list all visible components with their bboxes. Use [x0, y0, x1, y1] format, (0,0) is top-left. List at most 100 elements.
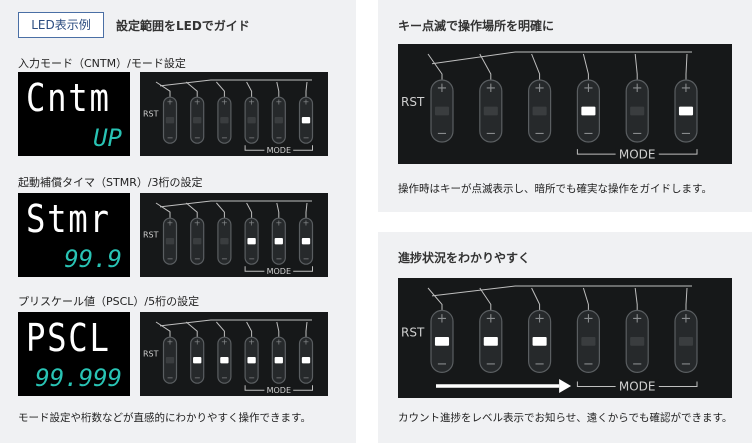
key-button: +− — [190, 96, 205, 144]
row2-sub-readout: 99.9 — [64, 245, 122, 273]
circuit-trace — [155, 202, 171, 219]
led-indicator-on — [220, 356, 229, 364]
minus-icon: − — [303, 134, 310, 143]
led-indicator-on — [434, 337, 450, 346]
circuit-trace — [479, 53, 492, 80]
key-button: +− — [162, 217, 178, 265]
minus-icon: − — [221, 255, 228, 264]
circuit-trace — [155, 81, 171, 98]
mode-label: MODE — [267, 386, 291, 395]
led-indicator-off — [247, 116, 256, 124]
led-indicator-on — [274, 356, 283, 364]
led-indicator-on — [274, 237, 283, 245]
minus-icon: − — [275, 255, 282, 264]
plus-icon: + — [303, 337, 310, 346]
mode-label-bg — [264, 266, 294, 277]
key-button: +− — [576, 79, 600, 143]
minus-icon: − — [248, 255, 255, 264]
row1-label: 入力モード（CNTM）/モード設定 — [18, 57, 186, 70]
plus-icon: + — [248, 97, 255, 106]
mode-label-bg — [264, 385, 294, 396]
row3-display: PSCL 99.999 — [18, 312, 130, 396]
led-indicator-on — [247, 356, 256, 364]
circuit-trace-top — [159, 319, 312, 327]
key-button: +− — [576, 309, 600, 374]
circuit-trace — [582, 53, 589, 80]
row1-main-readout: Cntm — [26, 76, 111, 120]
plus-icon: + — [275, 337, 282, 346]
plus-icon: + — [583, 81, 594, 96]
circuit-trace — [246, 202, 253, 219]
key-button: +− — [271, 217, 286, 265]
circuit-trace-top — [431, 51, 692, 65]
rst-label: RST — [143, 231, 159, 240]
key-button: +− — [298, 96, 314, 144]
plus-icon: + — [194, 337, 201, 346]
circuit-trace — [246, 321, 253, 338]
mode-label: MODE — [267, 267, 291, 276]
plus-icon: + — [632, 81, 643, 96]
circuit-trace — [427, 53, 443, 80]
mode-label: MODE — [267, 146, 291, 155]
key-button: +− — [271, 336, 286, 384]
key-button: +− — [190, 217, 205, 265]
led-indicator-off — [581, 337, 596, 346]
minus-icon: − — [167, 374, 174, 383]
circuit-lines — [427, 51, 692, 80]
minus-icon: − — [248, 374, 255, 383]
led-examples-panel: LED表示例 設定範囲をLEDでガイド 入力モード（CNTM）/モード設定 Cn… — [0, 0, 356, 443]
mode-label-bg — [264, 145, 294, 156]
plus-icon: + — [167, 218, 174, 227]
led-indicator-off — [193, 116, 202, 124]
plus-icon: + — [303, 218, 310, 227]
plus-icon: + — [437, 312, 448, 327]
mode-label-bg — [615, 379, 659, 394]
circuit-trace-top — [431, 285, 692, 297]
key-button: +− — [162, 96, 178, 144]
led-indicator-on — [483, 337, 498, 346]
row2-main-readout: Stmr — [26, 197, 111, 241]
mode-label-bg — [615, 146, 659, 162]
circuit-trace — [634, 287, 638, 311]
led-indicator-off — [532, 106, 547, 116]
rst-label: RST — [143, 110, 159, 119]
minus-icon: − — [534, 357, 545, 372]
minus-icon: − — [632, 357, 643, 372]
led-indicator-on — [678, 106, 694, 116]
minus-icon: − — [681, 127, 692, 142]
plus-icon: + — [248, 337, 255, 346]
circuit-trace — [216, 81, 225, 98]
plus-icon: + — [534, 312, 545, 327]
circuit-trace — [185, 81, 198, 98]
circuit-trace — [305, 81, 308, 98]
led-indicator-off — [165, 356, 175, 364]
plus-icon: + — [583, 312, 594, 327]
circuit-trace — [427, 287, 443, 311]
plus-icon: + — [275, 97, 282, 106]
led-example-badge: LED表示例 — [18, 12, 104, 38]
circuit-trace — [276, 202, 280, 219]
minus-icon: − — [167, 255, 174, 264]
circuit-trace — [155, 321, 171, 338]
mode-label: MODE — [619, 147, 656, 161]
plus-icon: + — [275, 218, 282, 227]
minus-icon: − — [221, 374, 228, 383]
minus-icon: − — [437, 127, 448, 142]
circuit-trace — [685, 53, 688, 80]
key-button: +− — [528, 79, 552, 143]
circuit-trace — [185, 321, 198, 338]
rst-label: RST — [401, 95, 425, 109]
key-button: +− — [190, 336, 205, 384]
circuit-trace — [479, 287, 492, 311]
plus-icon: + — [534, 81, 545, 96]
key-button: +− — [674, 79, 698, 143]
led-indicator-off — [165, 237, 175, 245]
